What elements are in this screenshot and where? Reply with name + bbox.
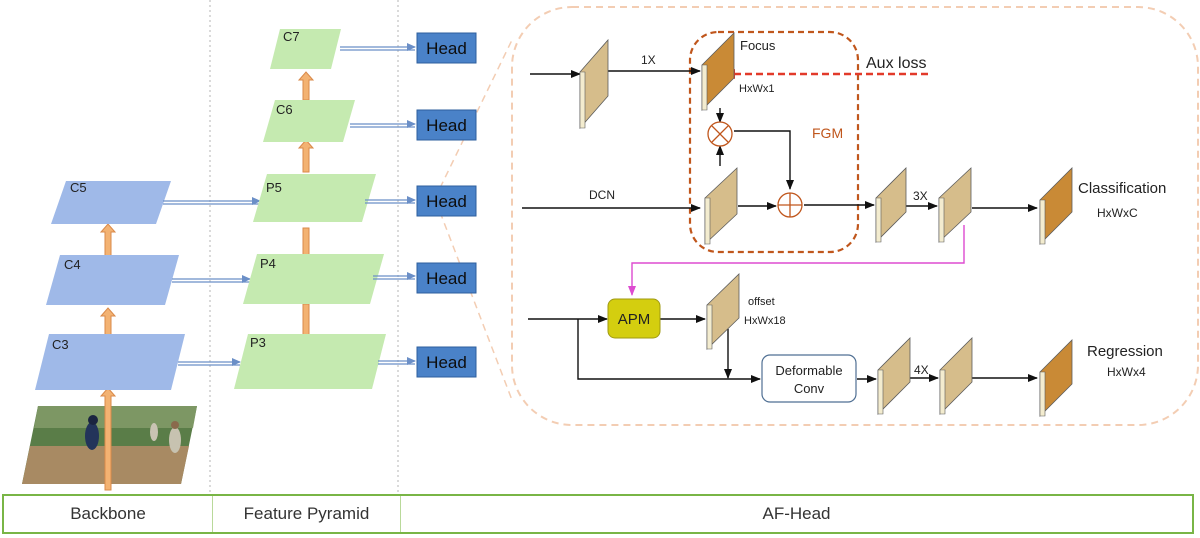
af-head-frame	[511, 6, 1199, 426]
backbone-level-c4	[46, 255, 179, 305]
conv-block-classification-output	[1039, 167, 1073, 245]
apm-label: APM	[618, 311, 651, 328]
af-head-connections	[522, 67, 1038, 383]
pyramid-level-c6	[263, 100, 355, 142]
conv-3x-label: 3X	[913, 189, 928, 203]
conv-block-dcn	[704, 167, 738, 245]
classification-shape-label: HxWxC	[1097, 206, 1138, 220]
focus-label: Focus	[740, 38, 776, 53]
conv-block-input	[579, 38, 609, 130]
conv-block-regression-output	[1039, 339, 1073, 417]
footer-feature-pyramid-label: Feature Pyramid	[212, 496, 400, 532]
label-c6: C6	[276, 102, 293, 117]
conv-block-reg-1	[877, 337, 911, 415]
pyramid-head-connections	[340, 43, 416, 365]
pyramid-level-c7	[270, 29, 341, 69]
head-label: Head	[426, 353, 467, 372]
pyramid-level-p5	[253, 174, 376, 222]
label-c4: C4	[64, 257, 81, 272]
conv-1x-label: 1X	[641, 53, 656, 67]
head-label: Head	[426, 116, 467, 135]
deformable-conv-block: Deformable Conv	[761, 354, 857, 403]
apm-block: APM	[607, 298, 661, 339]
zoom-line-top	[439, 39, 513, 189]
head-p5: Head	[416, 185, 477, 217]
label-c5: C5	[70, 180, 87, 195]
label-p5: P5	[266, 180, 282, 195]
head-label: Head	[426, 192, 467, 211]
dcn-label: DCN	[589, 188, 615, 202]
regression-shape-label: HxWx4	[1107, 365, 1146, 379]
label-p3: P3	[250, 335, 266, 350]
add-operator-icon	[777, 192, 803, 218]
zoom-line-bottom	[439, 211, 513, 401]
label-c7: C7	[283, 29, 300, 44]
head-c6: Head	[416, 109, 477, 141]
section-footer: Backbone Feature Pyramid AF-Head	[2, 494, 1194, 534]
head-label: Head	[426, 39, 467, 58]
offset-shape-label: HxWx18	[744, 315, 786, 327]
deformable-label-line1: Deformable	[775, 363, 842, 378]
conv-block-reg-2	[939, 337, 973, 415]
classification-label: Classification	[1078, 180, 1166, 197]
regression-label: Regression	[1087, 343, 1163, 360]
footer-af-head-label: AF-Head	[400, 496, 1192, 532]
head-p3: Head	[416, 346, 477, 378]
fgm-box	[688, 30, 860, 254]
fgm-label: FGM	[812, 125, 843, 141]
focus-shape-label: HxWx1	[739, 83, 774, 95]
head-label: Head	[426, 269, 467, 288]
backbone-level-c5	[51, 181, 171, 224]
deformable-label-line2: Conv	[794, 381, 825, 396]
backbone-up-arrows	[99, 223, 117, 491]
conv-block-focus	[701, 32, 735, 111]
conv-block-cls-2	[938, 167, 972, 243]
conv-4x-label: 4X	[914, 363, 929, 377]
footer-backbone-label: Backbone	[70, 504, 146, 523]
aux-loss-label: Aux loss	[866, 55, 926, 72]
conv-block-cls-1	[875, 167, 907, 243]
label-c3: C3	[52, 337, 69, 352]
head-c7: Head	[416, 32, 477, 64]
pyramid-level-p3	[234, 334, 386, 389]
lateral-connections	[163, 197, 261, 366]
label-p4: P4	[260, 256, 276, 271]
backbone-level-c3	[35, 334, 185, 390]
multiply-operator-icon	[707, 121, 733, 147]
offset-label: offset	[748, 296, 775, 308]
apm-input-arrow	[628, 225, 965, 296]
conv-block-offset	[706, 273, 740, 350]
pyramid-level-p4	[243, 254, 384, 304]
head-p4: Head	[416, 262, 477, 294]
